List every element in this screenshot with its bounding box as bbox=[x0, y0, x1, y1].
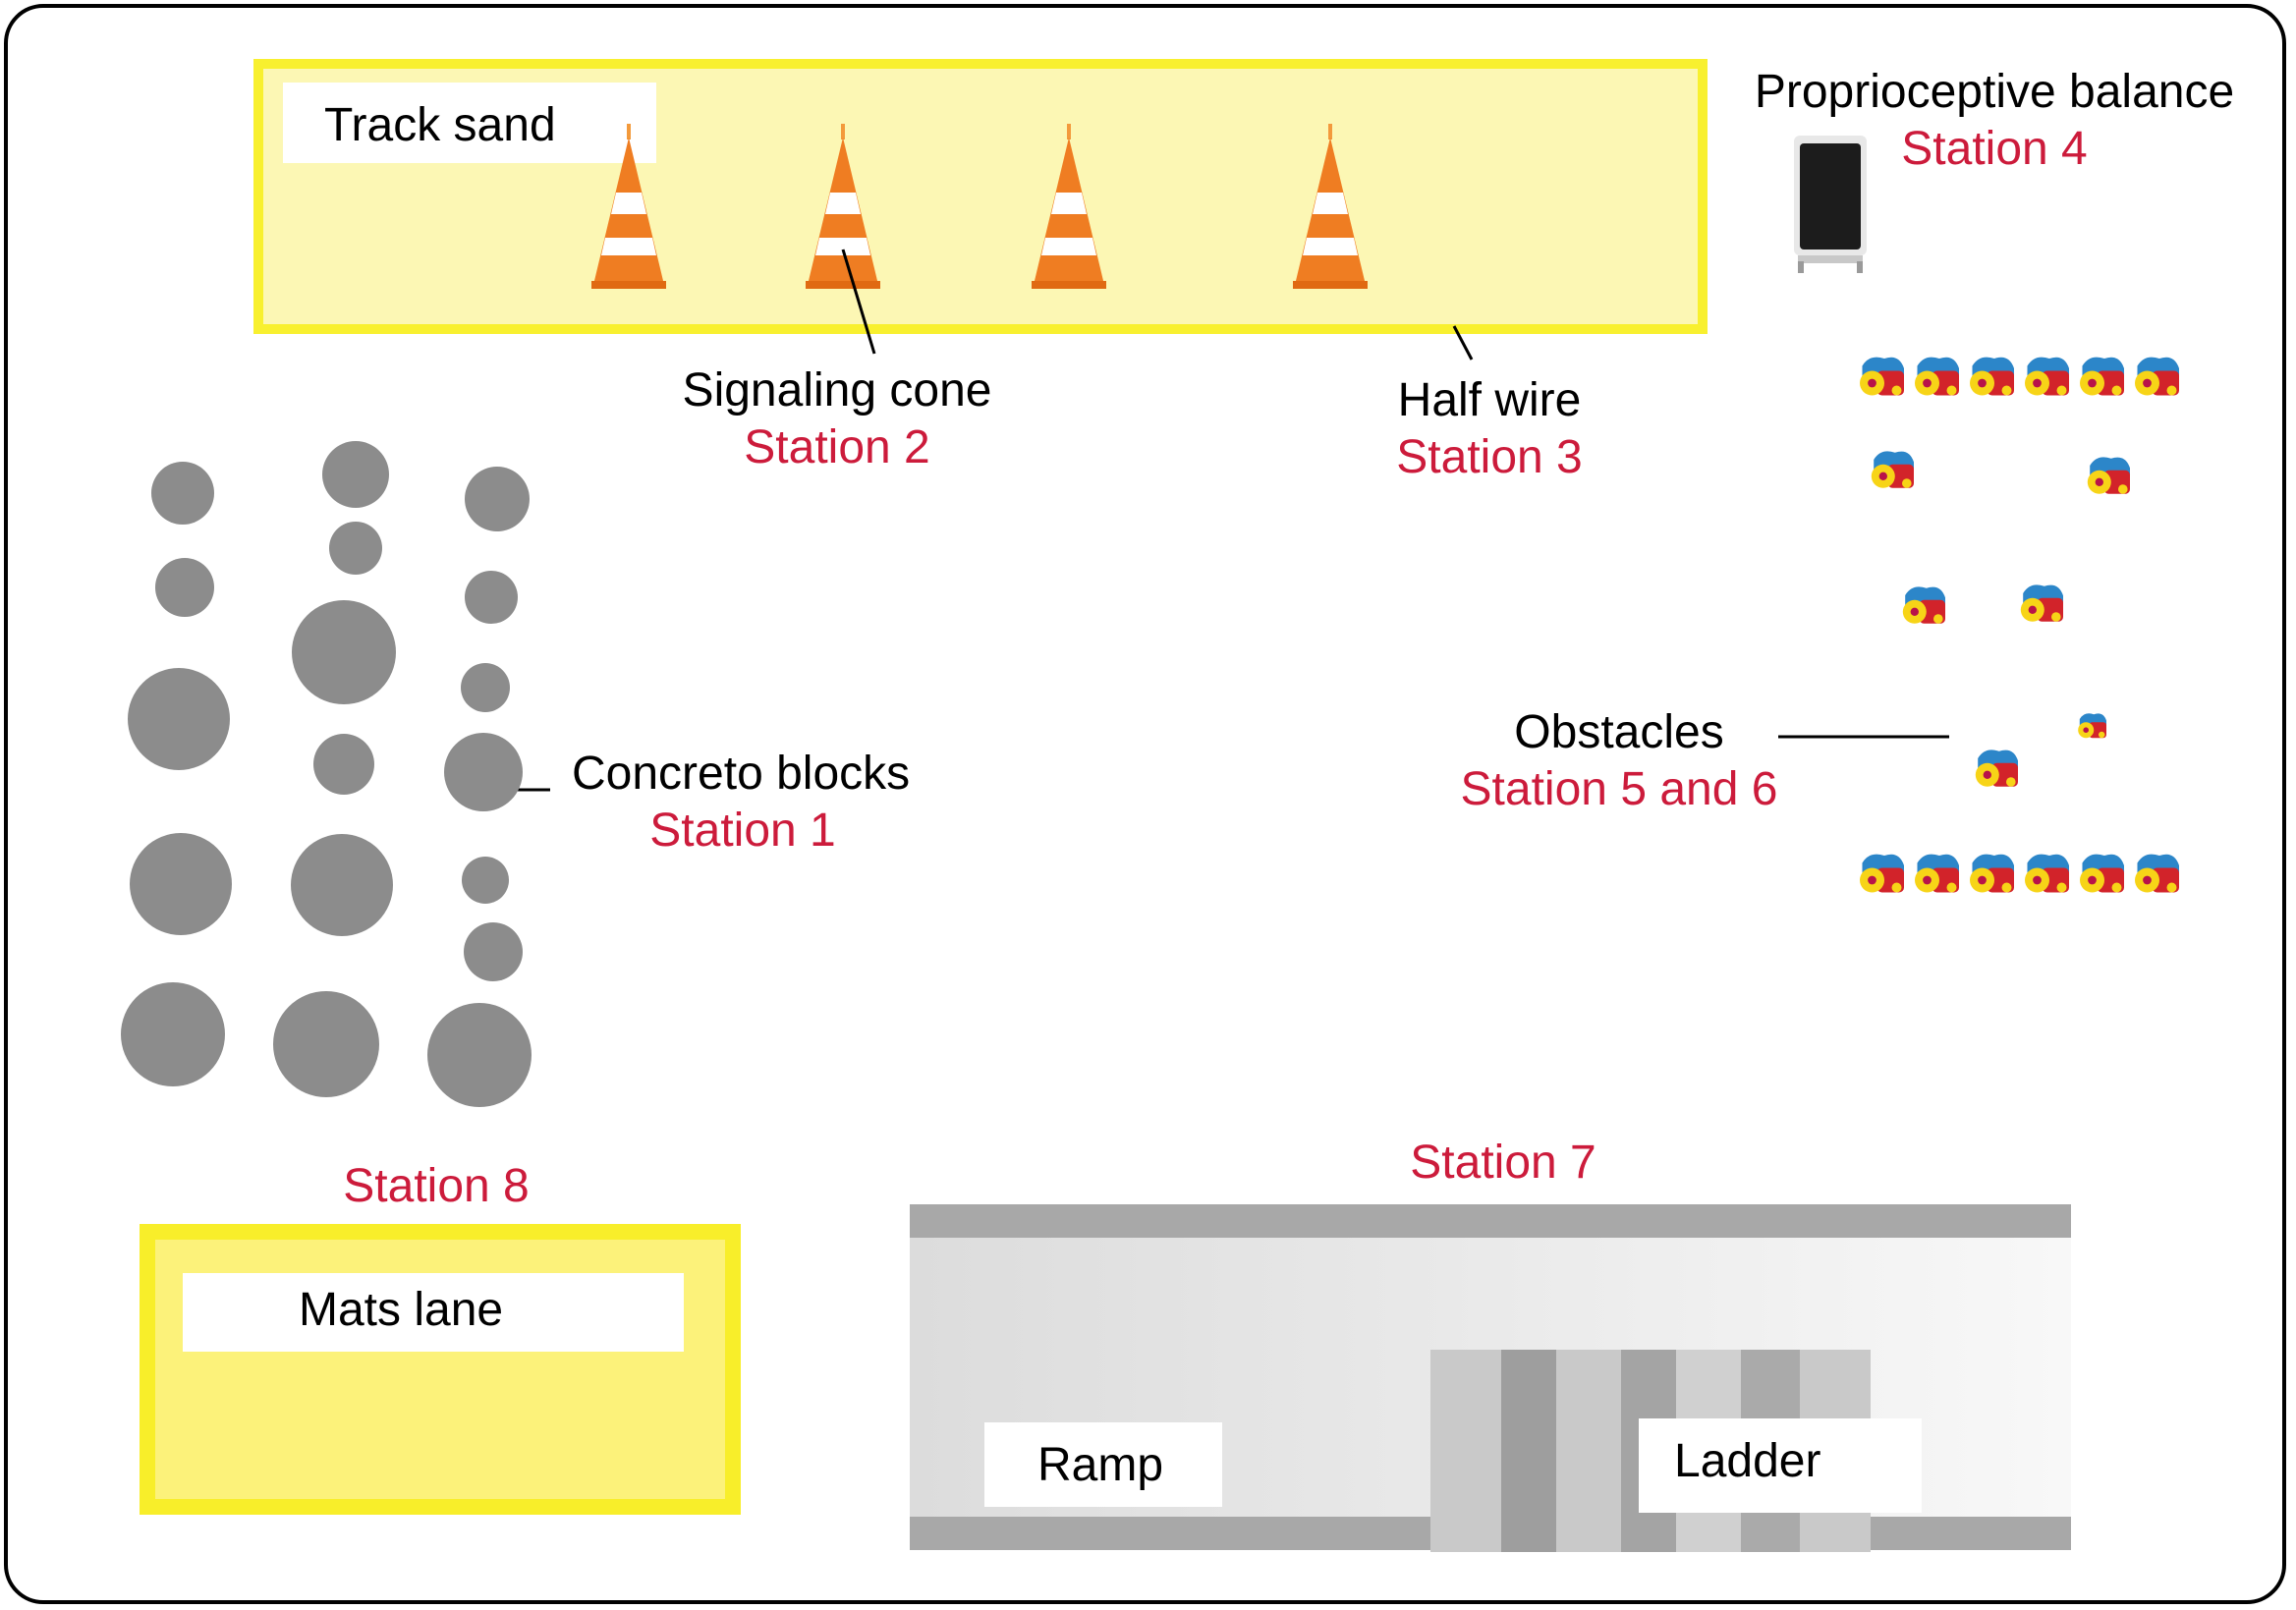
concrete-block-icon bbox=[461, 663, 510, 712]
obstacle-icon bbox=[1915, 854, 1959, 893]
concrete-block-icon bbox=[427, 1003, 532, 1107]
obstacle-icon bbox=[2080, 854, 2124, 893]
track-sand-label: Track sand bbox=[324, 99, 556, 151]
obstacle-icon bbox=[2135, 854, 2179, 893]
station-3-label: Station 3 bbox=[1396, 431, 1583, 483]
ladder-label: Ladder bbox=[1674, 1435, 1821, 1487]
concrete-block-icon bbox=[462, 857, 509, 904]
obstacles-label: Obstacles bbox=[1514, 706, 1724, 758]
concrete-block-icon bbox=[313, 734, 374, 795]
obstacle-icon bbox=[1970, 357, 2014, 396]
mats-lane-label-box bbox=[183, 1273, 684, 1352]
mats-lane-label: Mats lane bbox=[299, 1284, 504, 1336]
station-5-6-label: Station 5 and 6 bbox=[1460, 763, 1778, 815]
obstacle-icon bbox=[2080, 357, 2124, 396]
cone-icon bbox=[806, 124, 880, 289]
proprioceptive-label: Proprioceptive balance bbox=[1754, 66, 2235, 118]
half-wire-leader bbox=[1452, 325, 1474, 361]
balance-board-icon bbox=[1794, 136, 1867, 273]
ramp-label-box bbox=[984, 1422, 1222, 1507]
station-1-label: Station 1 bbox=[649, 805, 836, 857]
obstacle-icon bbox=[2078, 713, 2106, 739]
concrete-block-icon bbox=[273, 991, 379, 1097]
concrete-block-icon bbox=[464, 922, 523, 981]
concrete-block-icon bbox=[465, 467, 530, 531]
obstacle-icon bbox=[1915, 357, 1959, 396]
obstacle-icon bbox=[2087, 457, 2130, 494]
concrete-block-icon bbox=[128, 668, 230, 770]
obstacle-icon bbox=[2025, 357, 2069, 396]
mats-lane-area bbox=[140, 1224, 741, 1515]
ladder-label-box bbox=[1639, 1418, 1922, 1513]
obstacle-icon bbox=[2135, 357, 2179, 396]
concrete-block-icon bbox=[322, 441, 389, 508]
concrete-block-icon bbox=[291, 834, 393, 936]
ramp-label: Ramp bbox=[1037, 1439, 1164, 1491]
cone-icon bbox=[1293, 124, 1368, 289]
concrete-block-icon bbox=[292, 600, 396, 704]
obstacle-icon bbox=[2025, 854, 2069, 893]
concrete-block-icon bbox=[151, 462, 214, 525]
obstacle-icon bbox=[2020, 584, 2063, 622]
station-2-label: Station 2 bbox=[744, 421, 930, 473]
half-wire-label: Half wire bbox=[1397, 374, 1582, 426]
concrete-block-icon bbox=[130, 833, 232, 935]
obstacle-icon bbox=[1902, 586, 1945, 624]
obstacle-icon bbox=[1970, 854, 2014, 893]
concrete-block-icon bbox=[444, 733, 523, 811]
station-7-label: Station 7 bbox=[1410, 1137, 1596, 1189]
concrete-block-icon bbox=[465, 571, 518, 624]
concrete-blocks-label: Concreto blocks bbox=[572, 748, 911, 800]
cone-icon bbox=[591, 124, 666, 289]
concrete-block-icon bbox=[121, 982, 225, 1086]
obstacle-icon bbox=[1975, 749, 2018, 787]
obstacle-icon bbox=[1871, 451, 1914, 488]
station-4-label: Station 4 bbox=[1901, 123, 2088, 175]
concrete-block-icon bbox=[155, 558, 214, 617]
obstacle-icon bbox=[1860, 854, 1904, 893]
concrete-block-icon bbox=[329, 522, 382, 575]
signaling-cone-leader bbox=[841, 249, 876, 355]
track-sand-label-box bbox=[283, 83, 656, 163]
cone-icon bbox=[1032, 124, 1106, 289]
signaling-cone-label: Signaling cone bbox=[682, 364, 992, 416]
station-8-label: Station 8 bbox=[343, 1160, 530, 1212]
obstacle-icon bbox=[1860, 357, 1904, 396]
